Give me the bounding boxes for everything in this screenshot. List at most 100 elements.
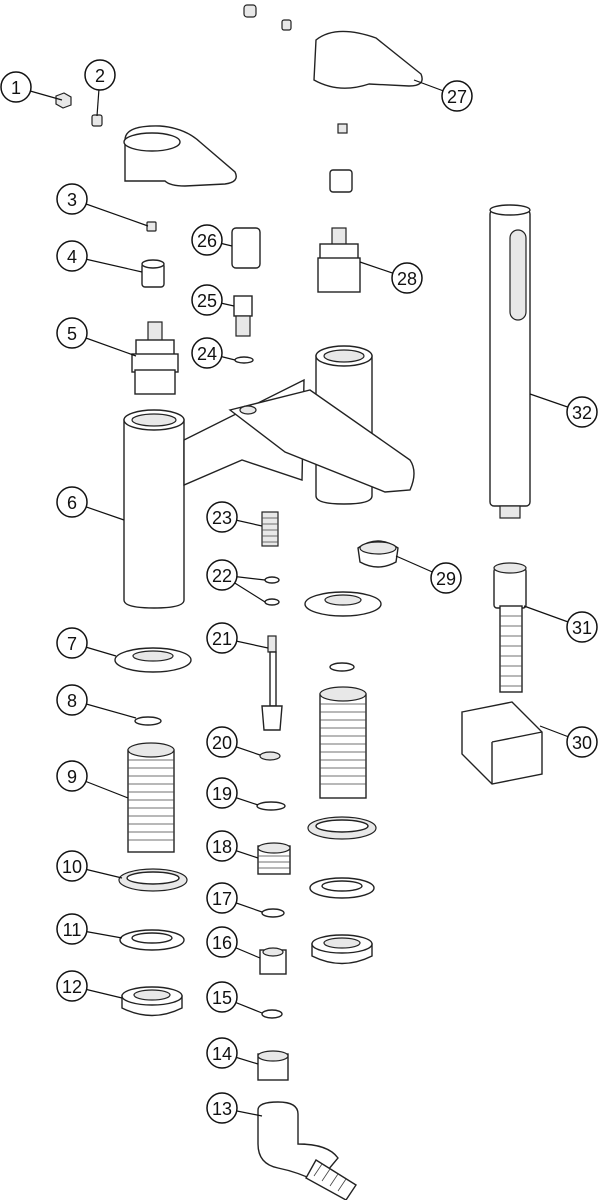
callout-23: 23 [206, 501, 263, 533]
callout-19: 19 [206, 777, 259, 809]
callout-labels: 1234567891011121314151617181920212223242… [0, 59, 598, 1124]
callout-28: 28 [359, 261, 423, 294]
callout-8: 8 [56, 684, 137, 719]
callout-circle [391, 262, 423, 294]
callout-21: 21 [206, 622, 269, 654]
part-32-hand-shower [489, 204, 531, 519]
part-right-washer-2 [309, 877, 375, 899]
callout-number: 13 [212, 1099, 232, 1119]
callout-4: 4 [56, 240, 143, 273]
part-21-diverter-spindle [261, 635, 283, 731]
callout-circle [56, 970, 88, 1002]
callout-number: 14 [212, 1044, 232, 1064]
callout-15: 15 [206, 981, 263, 1014]
callout-number: 12 [62, 977, 82, 997]
callout-number: 11 [63, 920, 82, 940]
callout-circle [206, 726, 238, 758]
part-22-o-ring-a [264, 576, 280, 584]
callout-circle [56, 684, 88, 716]
part-right-threaded-shank [319, 686, 367, 799]
callout-10: 10 [56, 850, 123, 882]
part-15-o-ring [261, 1009, 283, 1019]
part-8-o-ring [134, 716, 162, 726]
part-9-threaded-shank [127, 742, 175, 853]
callout-31: 31 [523, 605, 598, 643]
callout-number: 32 [572, 403, 592, 423]
callout-circle [206, 501, 238, 533]
parts-drawing [55, 4, 543, 1200]
part-16-nipple [259, 947, 287, 975]
part-right-o-ring [329, 662, 355, 672]
part-18-bush [257, 842, 291, 875]
callout-number: 25 [197, 291, 217, 311]
callout-number: 7 [67, 634, 77, 654]
part-27-right-handle [313, 30, 423, 89]
callout-29: 29 [395, 555, 462, 594]
callout-circle [206, 1092, 238, 1124]
part-30-wall-bracket [461, 701, 543, 785]
part-right-sleeve [329, 169, 353, 193]
callout-number: 29 [436, 569, 456, 589]
callout-circle [206, 1037, 238, 1069]
callout-circle [206, 559, 238, 591]
callout-2: 2 [84, 59, 116, 117]
callout-24: 24 [191, 337, 236, 369]
callout-number: 20 [212, 733, 232, 753]
part-right-washer [304, 591, 382, 617]
callout-circle [56, 627, 88, 659]
callout-number: 23 [212, 508, 232, 528]
callout-number: 8 [67, 691, 77, 711]
callout-circle [56, 240, 88, 272]
callout-11: 11 [56, 913, 123, 945]
callout-circle [206, 926, 238, 958]
callout-number: 10 [62, 857, 82, 877]
callout-30: 30 [539, 725, 598, 758]
part-25-diverter-knob [233, 295, 253, 337]
callout-circle [191, 284, 223, 316]
callout-circle [56, 850, 88, 882]
callout-number: 21 [212, 629, 232, 649]
callout-circle [84, 59, 116, 91]
callout-number: 5 [67, 324, 77, 344]
part-1-nut [55, 92, 72, 109]
part-5-cartridge [131, 321, 179, 395]
callout-number: 15 [212, 988, 232, 1008]
callout-17: 17 [206, 882, 263, 914]
part-22-o-ring-b [264, 598, 280, 606]
callout-number: 2 [95, 66, 105, 86]
part-19-o-ring [256, 801, 286, 811]
callout-circle [56, 183, 88, 215]
callout-number: 4 [67, 247, 77, 267]
callout-circle [56, 913, 88, 945]
callout-number: 17 [212, 889, 232, 909]
part-right-back-nut [311, 934, 373, 965]
callout-circle [441, 80, 473, 112]
callout-circle [206, 622, 238, 654]
callout-number: 30 [572, 733, 592, 753]
part-29-aerator [357, 540, 399, 568]
callout-number: 19 [212, 784, 232, 804]
part-7-washer [114, 647, 192, 673]
part-23-spring [261, 511, 279, 547]
callout-number: 31 [572, 618, 592, 638]
callout-14: 14 [206, 1037, 259, 1069]
part-26-sleeve [231, 227, 261, 269]
callout-number: 22 [212, 566, 232, 586]
part-10-gasket [118, 868, 188, 892]
part-31-shower-hose [493, 562, 527, 693]
callout-13: 13 [206, 1092, 263, 1124]
part-6-bath-filler-body [123, 345, 415, 609]
callout-circle [191, 337, 223, 369]
callout-circle [430, 562, 462, 594]
callout-circle [56, 760, 88, 792]
callout-12: 12 [56, 970, 123, 1002]
callout-3: 3 [56, 183, 149, 227]
part-top-nut-a [243, 4, 257, 18]
callout-32: 32 [529, 393, 598, 428]
callout-circle [566, 396, 598, 428]
part-right-gasket [307, 816, 377, 840]
callout-22: 22 [206, 559, 266, 603]
callout-circle [56, 317, 88, 349]
part-12-back-nut [121, 986, 183, 1017]
